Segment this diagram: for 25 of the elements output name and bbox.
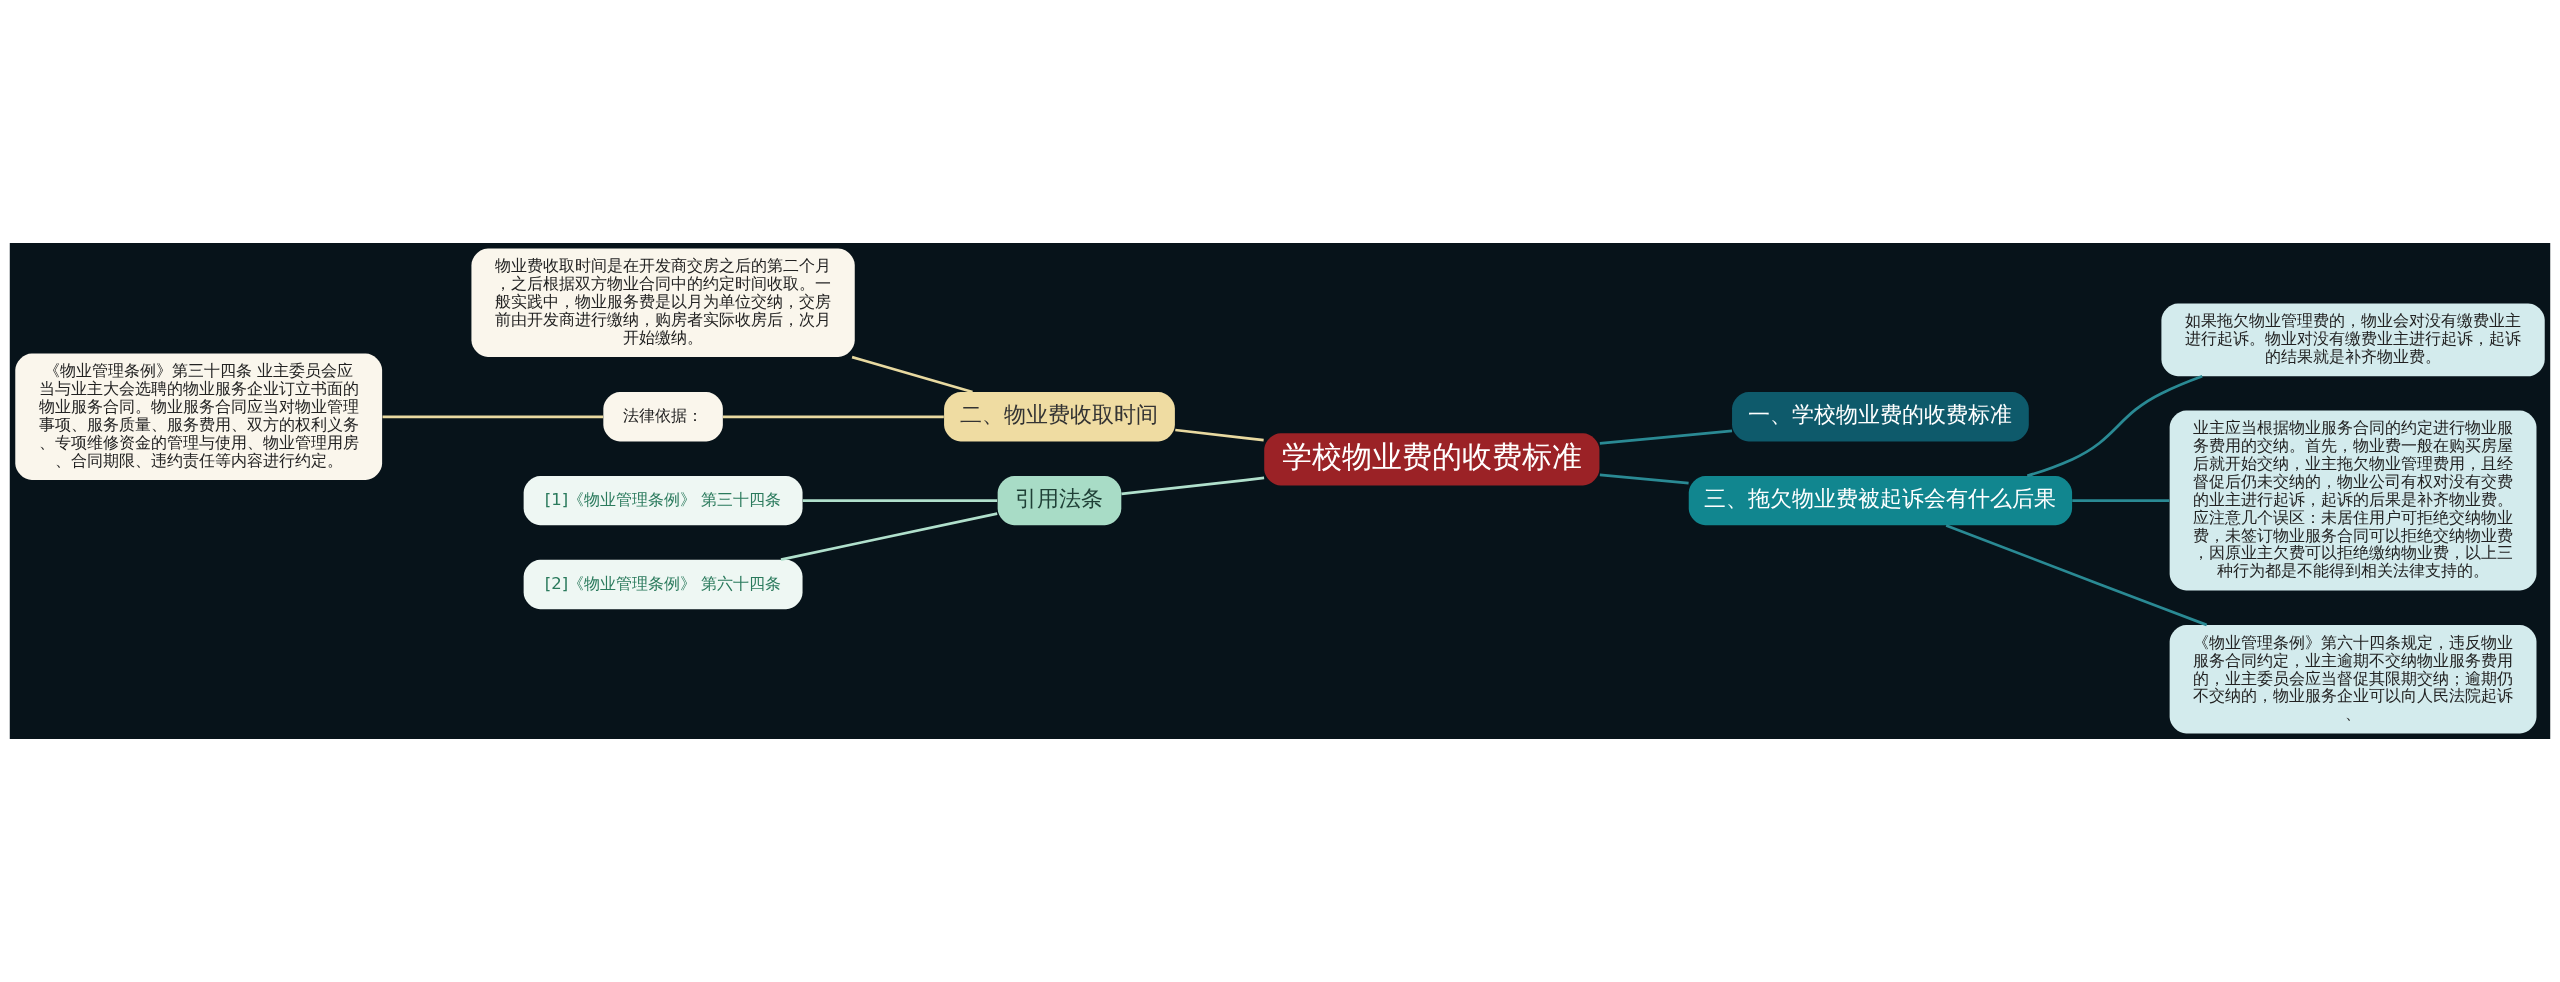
connector [802, 499, 998, 502]
connector [722, 415, 944, 419]
node-box: 引用法条 [997, 475, 1122, 526]
connector [1175, 428, 1264, 442]
connector [2072, 499, 2170, 502]
connector [1945, 524, 2208, 627]
connector [1599, 429, 1733, 445]
node-box: 如果拖欠物业管理费的，物业会对没有缴费业主进行起诉。物业对没有缴费业主进行起诉，起诉的结果就是补齐物业费。 [2161, 303, 2545, 377]
connector [382, 415, 604, 419]
connector [851, 355, 973, 394]
node-box: [1]《物业管理条例》 第三十四条 [523, 475, 803, 526]
connector [1121, 476, 1265, 496]
node-box: 三、拖欠物业费被起诉会有什么后果 [1688, 475, 2073, 526]
node-box: 二、物业费收取时间 [944, 392, 1175, 442]
connector [2026, 375, 2203, 478]
node-box: 业主应当根据物业服务合同的约定进行物业服务费用的交纳。首先，物业费一般在购买房屋后就开始交纳，业主拖欠物业管理费用，且经督促后仍未交纳的，物业公司有权对没有交费的业主进行起诉，起诉的后果是补齐物业费。应注意几个误区：未居住用户可拒绝交纳物业费，未签订物业服务合同可以拒绝交纳物业费，因原业主欠费可以拒绝缴纳物业费，以上三种行为都是不能得到相关法律支持的。 [2169, 410, 2537, 591]
node-box: 学校物业费的收费标准 [1264, 433, 1600, 486]
node-box: 《物业管理条例》第六十四条规定，违反物业服务合同约定，业主逾期不交纳物业服务费用的，业主委员会应当督促其限期交纳；逾期仍不交纳的，物业服务企业可以向人民法院起诉、 [2169, 624, 2537, 734]
connector [780, 512, 998, 561]
connector [1599, 473, 1689, 485]
node-box: [2]《物业管理条例》 第六十四条 [523, 559, 803, 610]
node-box: 物业费收取时间是在开发商交房之后的第二个月，之后根据双方物业合同中的约定时间收取。一般实践中，物业服务费是以月为单位交纳，交房前由开发商进行缴纳，购房者实际收房后，次月开始缴纳。 [471, 248, 855, 358]
node-box: 《物业管理条例》第三十四条 业主委员会应当与业主大会选聘的物业服务企业订立书面的物业服务合同。物业服务合同应当对物业管理事项、服务质量、服务费用、双方的权利义务、专项维修资金的管理与使用、物业管理用房、合同期限、违约责任等内容进行约定。 [15, 353, 383, 480]
node-box: 一、学校物业费的收费标准 [1732, 392, 2029, 442]
node-box: 法律依据： [603, 392, 723, 442]
